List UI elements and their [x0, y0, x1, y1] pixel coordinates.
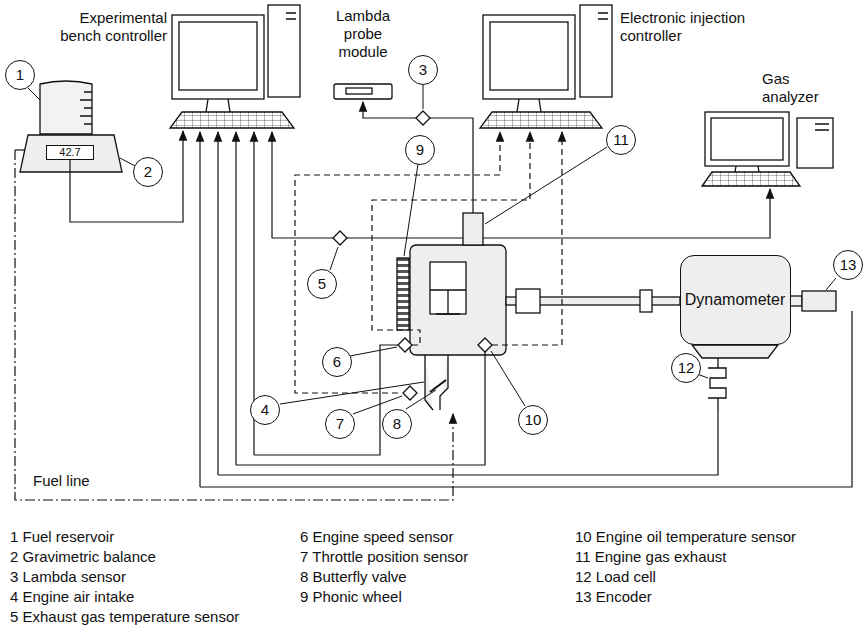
callout-number: 2: [133, 157, 163, 187]
node-label: 4: [261, 401, 269, 419]
key-entry: 1 Fuel reservoir: [10, 528, 114, 546]
node-label: 12: [678, 359, 695, 377]
balance-display: 42.7: [46, 145, 94, 160]
computer: Gas analyzer: [700, 70, 840, 186]
callout-number: 9: [405, 135, 435, 165]
key-entry: 4 Engine air intake: [10, 588, 134, 606]
node-label: 6: [333, 353, 341, 371]
node-label: 10: [525, 411, 542, 429]
key-entry: 7 Throttle position sensor: [300, 548, 468, 566]
computer: Experimental bench controller: [45, 3, 305, 130]
key-entry: 2 Gravimetric balance: [10, 548, 156, 566]
callout-number: 7: [325, 409, 355, 439]
node-label: 3: [419, 61, 427, 79]
node-label: 2: [144, 163, 152, 181]
node-label: Dynamometer: [685, 291, 785, 309]
callout-number: 6: [322, 347, 352, 377]
callout-number: 4: [250, 395, 280, 425]
key-entry: 13 Encoder: [575, 588, 652, 606]
node-label: 11: [613, 131, 629, 149]
key-entry: 6 Engine speed sensor: [300, 528, 453, 546]
node-label: Gas analyzer: [762, 70, 838, 106]
node-label: Lambda probe module: [330, 7, 396, 61]
key-entry: 11 Engine gas exhaust: [575, 548, 727, 566]
node-label: 1: [16, 66, 24, 84]
key-entry: 9 Phonic wheel: [300, 588, 402, 606]
node-label: 13: [840, 256, 857, 274]
node-label: 9: [416, 141, 424, 159]
callout-number: 1: [5, 60, 35, 90]
node-label: Experimental bench controller: [45, 9, 167, 45]
callout-number: 3: [408, 55, 438, 85]
callout-number: 10: [518, 405, 548, 435]
key-entry: 3 Lambda sensor: [10, 568, 126, 586]
key-entry: 12 Load cell: [575, 568, 656, 586]
callout-number: 12: [671, 353, 701, 383]
line-label: Fuel line: [33, 472, 90, 490]
node-label: Electronic injection controller: [620, 9, 762, 45]
key-entry: 8 Butterfly valve: [300, 568, 407, 586]
computer: Electronic injection controller: [478, 3, 763, 130]
callout-number: 5: [307, 269, 337, 299]
key-entry: 5 Exhaust gas temperature sensor: [10, 608, 239, 626]
callout-number: 13: [833, 250, 863, 280]
callout-number: 8: [382, 409, 412, 439]
dynamometer-box: Dynamometer: [680, 255, 791, 345]
key-entry: 10 Engine oil temperature sensor: [575, 528, 796, 546]
lambda-module: Lambda probe module: [330, 5, 396, 102]
node-label: 8: [393, 415, 401, 433]
node-label: 42.7: [59, 146, 80, 159]
node-label: 5: [318, 275, 326, 293]
callout-number: 11: [606, 125, 636, 155]
node-label: 7: [336, 415, 344, 433]
